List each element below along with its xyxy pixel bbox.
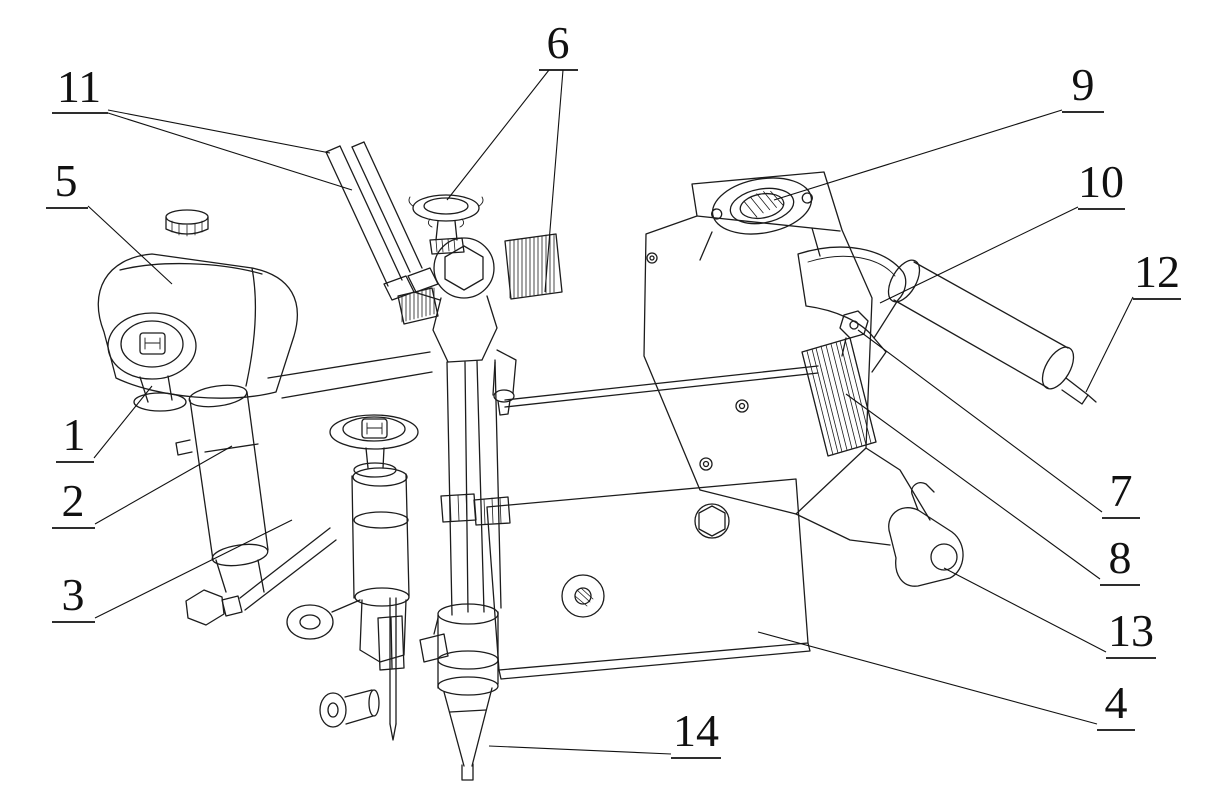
callout-label-10: 10 <box>1078 156 1124 207</box>
filler-cap <box>165 209 209 237</box>
callout-label-6: 6 <box>547 17 570 68</box>
line-art <box>97 141 1097 781</box>
callout-label-7: 7 <box>1110 465 1133 516</box>
callout-9: 9 <box>773 59 1104 201</box>
callout-label-13: 13 <box>1108 605 1154 656</box>
callout-11: 11 <box>52 61 353 191</box>
knurled-grip <box>801 337 877 457</box>
callout-leader <box>544 69 564 293</box>
callout-2: 2 <box>52 445 233 529</box>
left-regulator-assembly <box>97 209 433 640</box>
callout-leader <box>1085 296 1134 393</box>
linkage-rod <box>185 527 361 640</box>
pump-knob <box>329 414 419 478</box>
star-knob <box>408 194 484 255</box>
clamp <box>795 447 964 587</box>
pump-body <box>351 467 410 607</box>
hex-valve <box>433 237 495 299</box>
callout-label-12: 12 <box>1134 246 1180 297</box>
drain-valve <box>319 597 449 741</box>
knurled-coupler <box>397 233 563 325</box>
callout-leader <box>446 69 550 201</box>
callout-label-3: 3 <box>62 569 85 620</box>
callout-3: 3 <box>52 519 293 623</box>
cylinder-body <box>175 351 433 567</box>
center-valve-assembly <box>319 141 819 781</box>
callouts: 11 5 1 2 3 6 <box>46 17 1181 759</box>
callout-5: 5 <box>46 155 173 285</box>
callout-label-11: 11 <box>57 61 101 112</box>
callout-4: 4 <box>757 631 1135 731</box>
callout-leader <box>879 206 1079 304</box>
callout-label-4: 4 <box>1105 677 1128 728</box>
callout-7: 7 <box>857 329 1140 519</box>
callout-6: 6 <box>446 17 578 293</box>
callout-13: 13 <box>943 567 1156 659</box>
front-plate <box>486 478 811 680</box>
hex-bolt <box>839 310 869 357</box>
callout-label-5: 5 <box>55 155 78 206</box>
regulator-canister <box>97 253 298 399</box>
callout-leader <box>773 109 1063 201</box>
callout-8: 8 <box>845 393 1140 586</box>
right-bracket-assembly <box>486 171 1097 680</box>
callout-leader <box>94 519 293 619</box>
callout-10: 10 <box>879 156 1125 304</box>
callout-label-14: 14 <box>673 705 719 756</box>
callout-leader <box>857 329 1103 513</box>
inlet-tubes <box>325 141 441 301</box>
callout-14: 14 <box>488 705 721 759</box>
callout-leader <box>107 112 353 191</box>
callout-leader <box>943 567 1107 653</box>
mount-plate <box>643 171 873 515</box>
nozzle <box>437 603 499 781</box>
callout-leader <box>94 445 233 525</box>
adjust-knob-left <box>107 312 197 412</box>
callout-label-2: 2 <box>62 475 85 526</box>
callout-12: 12 <box>1085 246 1181 393</box>
callout-label-8: 8 <box>1109 532 1132 583</box>
callout-leader <box>87 205 173 285</box>
side-cylinder <box>887 259 1097 405</box>
callout-leader <box>757 631 1098 725</box>
callout-leader <box>845 393 1101 580</box>
valve-manifold <box>432 295 819 616</box>
top-mount-ring <box>699 177 821 261</box>
handle-grip <box>797 246 907 373</box>
callout-label-9: 9 <box>1072 59 1095 110</box>
callout-1: 1 <box>56 385 153 463</box>
callout-leader <box>107 109 331 154</box>
callout-label-1: 1 <box>63 409 86 460</box>
callout-leader <box>488 745 672 755</box>
callout-leader <box>93 385 153 459</box>
